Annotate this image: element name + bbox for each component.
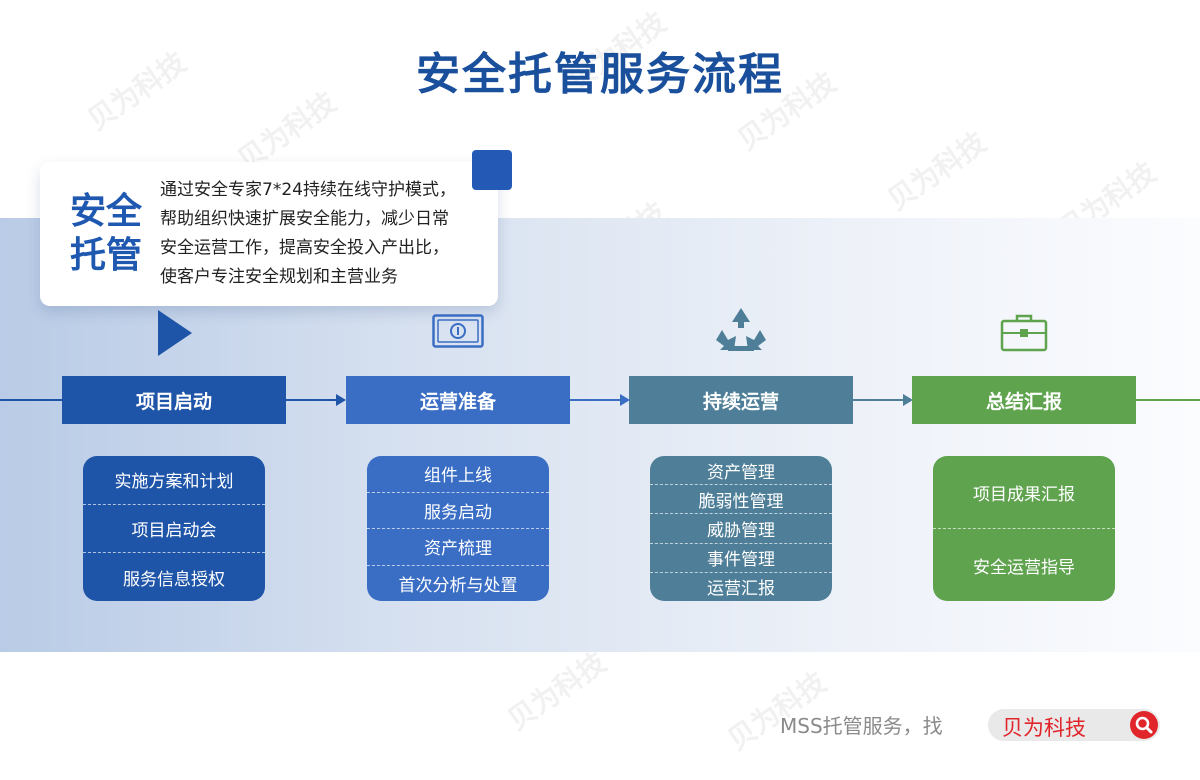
intro-heading-line: 安全 — [70, 191, 143, 232]
intro-heading-line: 托管 — [70, 235, 143, 276]
intro-heading: 安全 托管 — [70, 190, 150, 278]
stage-item: 服务启动 — [367, 491, 549, 529]
stage-item: 运营汇报 — [650, 571, 832, 601]
page-title: 安全托管服务流程 — [416, 49, 784, 100]
stage-header-continuous-ops: 持续运营 — [629, 376, 853, 424]
stage-item: 实施方案和计划 — [114, 472, 234, 493]
stage-item: 资产管理 — [707, 462, 775, 483]
watermark: 贝为科技 — [881, 125, 993, 217]
footer-search-pill[interactable]: 贝为科技 — [988, 709, 1160, 741]
flow-arrow — [286, 394, 346, 406]
stage-item: 安全运营指导 — [933, 528, 1115, 601]
search-icon[interactable] — [1130, 711, 1158, 739]
footer-brand-name: 贝为科技 — [1002, 716, 1086, 740]
briefcase-icon — [1000, 314, 1048, 352]
stage-box-project-start: 实施方案和计划 项目启动会 服务信息授权 — [83, 456, 265, 601]
banknote-icon — [432, 314, 484, 348]
stage-item: 项目启动会 — [83, 503, 265, 553]
flow-line — [1136, 399, 1200, 401]
flow-arrow — [570, 394, 630, 406]
intro-line: 帮助组织快速扩展安全能力，减少日常 — [160, 209, 449, 229]
stage-box-continuous-ops: 资产管理 脆弱性管理 威胁管理 事件管理 运营汇报 — [650, 456, 832, 601]
stage-box-ops-prep: 组件上线 服务启动 资产梳理 首次分析与处置 — [367, 456, 549, 601]
stage-item: 服务信息授权 — [83, 552, 265, 601]
stage-item: 威胁管理 — [650, 513, 832, 542]
footer-text: MSS托管服务，找 — [780, 714, 943, 738]
flow-line — [0, 399, 62, 401]
stage-item: 资产梳理 — [367, 528, 549, 565]
decorative-square — [472, 150, 512, 190]
play-triangle-icon — [158, 310, 192, 356]
stage-header-project-start: 项目启动 — [62, 376, 286, 424]
intro-line: 使客户专注安全规划和主营业务 — [160, 267, 398, 287]
stage-item: 项目成果汇报 — [973, 484, 1075, 505]
stage-header-summary-report: 总结汇报 — [912, 376, 1136, 424]
intro-line: 安全运营工作，提高安全投入产出比， — [160, 238, 449, 258]
intro-line: 通过安全专家7*24持续在线守护模式， — [160, 180, 456, 200]
flow-arrow — [853, 394, 913, 406]
stage-item: 事件管理 — [650, 542, 832, 572]
stage-header-ops-prep: 运营准备 — [346, 376, 570, 424]
intro-card: 安全 托管 通过安全专家7*24持续在线守护模式， 帮助组织快速扩展安全能力，减… — [40, 162, 498, 306]
stage-box-summary-report: 项目成果汇报 安全运营指导 — [933, 456, 1115, 601]
intro-description: 通过安全专家7*24持续在线守护模式， 帮助组织快速扩展安全能力，减少日常 安全… — [160, 176, 490, 292]
stage-item: 首次分析与处置 — [367, 564, 549, 602]
recycle-icon — [716, 308, 766, 351]
stage-item: 脆弱性管理 — [650, 484, 832, 513]
watermark: 贝为科技 — [501, 645, 613, 737]
stage-item: 组件上线 — [424, 466, 492, 487]
